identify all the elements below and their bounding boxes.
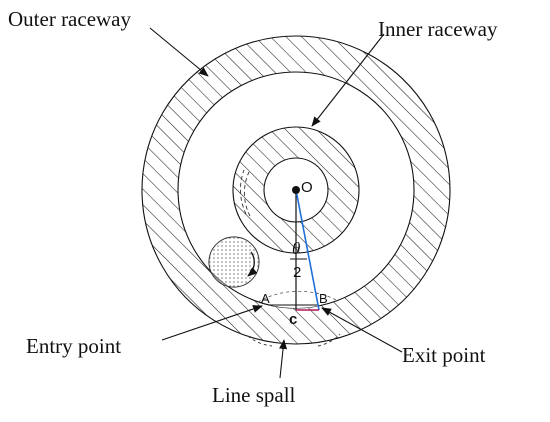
exit-point-label: Exit point	[402, 343, 486, 367]
inner-raceway-label: Inner raceway	[378, 17, 498, 41]
length-c-label: c	[289, 311, 297, 328]
ball-rotation-arrow-icon	[247, 251, 258, 277]
inner-rotation-arc-2	[243, 171, 251, 217]
line-spall-notch	[267, 304, 319, 308]
travel-arc-left	[247, 335, 273, 347]
rolling-element	[208, 236, 260, 288]
two-label: 2	[293, 264, 301, 281]
center-o-label: O	[301, 179, 313, 196]
outer-raceway-label: Outer raceway	[8, 7, 132, 31]
line-spall-label: Line spall	[212, 383, 296, 407]
center-point	[292, 186, 300, 194]
inner-rotation-arc	[240, 169, 247, 215]
entry-point-arrow	[161, 305, 263, 341]
inner-raceway-arrow	[311, 33, 385, 127]
line-spall-arrow	[279, 339, 288, 379]
outer-raceway-arrow	[149, 27, 209, 77]
inner-raceway-ring	[232, 126, 360, 254]
point-a-label: A	[261, 291, 270, 306]
entry-point-label: Entry point	[26, 334, 121, 358]
point-b-label: B	[319, 291, 328, 306]
theta-label: θ	[292, 239, 300, 258]
exit-point-arrow	[321, 307, 403, 353]
travel-arc-right	[317, 333, 341, 347]
angled-radius-line	[295, 189, 320, 311]
